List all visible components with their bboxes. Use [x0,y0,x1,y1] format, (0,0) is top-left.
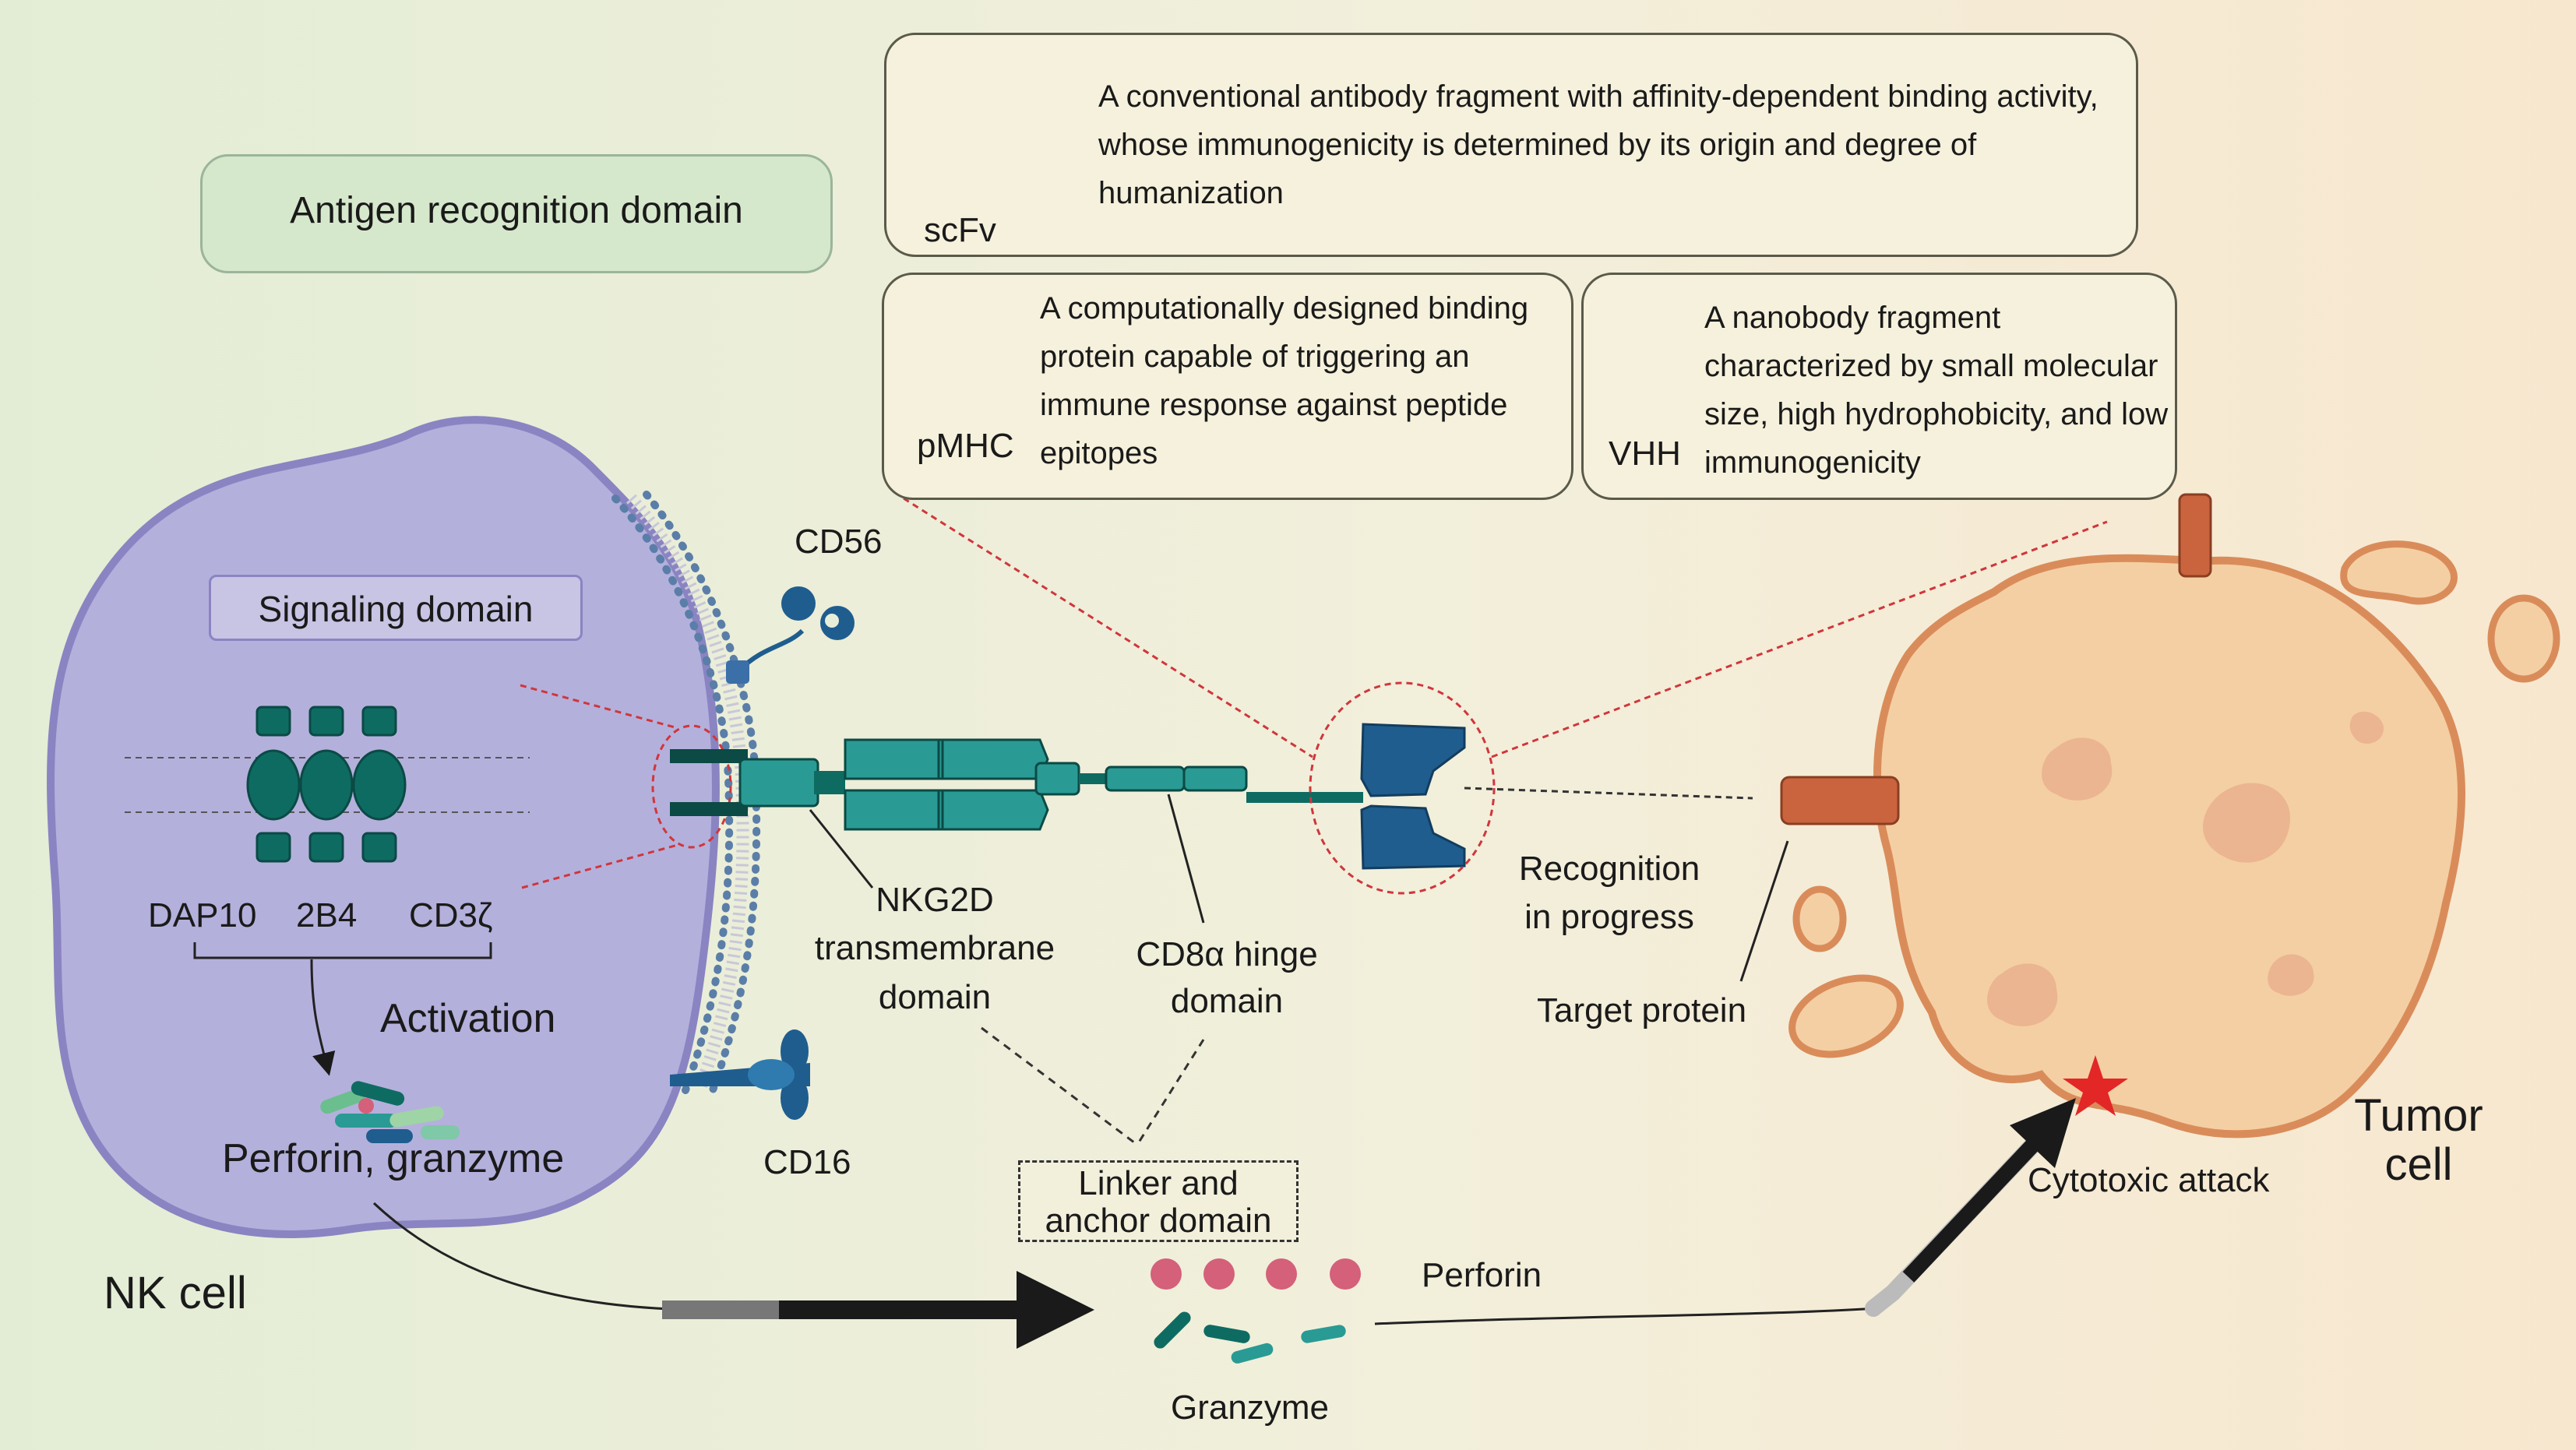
linker-box: Linker and anchor domain [1018,1160,1299,1242]
signaling-molecules [125,706,530,863]
vhh-box: A nanobody fragment characterized by sma… [1581,273,2177,500]
nkg2d-label-3: domain [879,978,991,1016]
recognition-label-1: Recognition [1519,850,1700,888]
antigen-domain-title: Antigen recognition domain [290,190,743,231]
hinge-label-1: CD8α hinge [1136,935,1317,973]
signal-label-dap10: DAP10 [148,896,256,934]
tumor-labels: Target protein Cytotoxic attack Tumor ce… [1537,991,2483,1199]
attack-arrow-shaft [1902,1139,2039,1283]
scfv-description: A conventional antibody fragment with af… [1098,79,2099,210]
cytotoxic-attack-label: Cytotoxic attack [2028,1161,2271,1199]
signal-bracket [193,942,492,959]
linker-pointers [981,1026,1205,1146]
cd56-label: CD56 [795,523,883,561]
vhh-name: VHH [1609,435,1681,473]
nk-cell-label: NK cell [104,1268,247,1318]
scfv-box: A conventional antibody fragment with af… [884,33,2138,257]
cytotoxic-star [2063,1055,2128,1116]
signal-label-2b4: 2B4 [296,896,357,934]
car-construct [670,723,1466,870]
pmhc-name: pMHC [917,427,1014,465]
nk-labels: DAP10 2B4 CD3ζ Activation Perforin, gran… [104,523,883,1318]
recognition-label-2: in progress [1524,898,1694,936]
tumor-nuclei [1987,711,2384,1026]
label-pointers [809,794,1789,982]
membrane-focus [520,684,732,889]
linker-label-1: Linker and [1078,1164,1239,1202]
release-path [372,1202,1028,1311]
release-shaft [779,1300,1020,1319]
cd16-receptor [670,1029,810,1120]
vhh-description: A nanobody fragment characterized by sma… [1704,301,2169,480]
perforin-granzyme-label: Perforin, granzyme [222,1136,564,1181]
nkg2d-label-2: transmembrane [815,929,1055,967]
release-labels: Perforin Granzyme [1171,1256,1542,1427]
tumor-label-1: Tumor [2354,1090,2483,1141]
tumor-cell-body [1873,554,2465,1139]
release-arrowhead [1017,1271,1094,1349]
release-shaft-light [662,1300,779,1319]
perforin-dots [1151,1258,1361,1290]
antigen-domain-box: Antigen recognition domain [200,154,833,273]
tumor-fragments [1788,540,2560,1058]
scfv-name: scFv [924,211,996,249]
activation-label: Activation [380,996,555,1041]
tumor-label-2: cell [2384,1139,2452,1190]
linker-label-2: anchor domain [1045,1202,1272,1240]
car-labels: NKG2D transmembrane domain CD8α hinge do… [815,850,1700,1020]
binder-focus [903,497,2108,895]
activation-arrow [310,959,336,1076]
nk-cell-body [47,416,720,1238]
nkg2d-label-1: NKG2D [876,881,994,919]
pmhc-box: A computationally designed binding prote… [882,273,1573,500]
attack-path [1374,1307,1878,1325]
target-protein-label: Target protein [1537,991,1746,1029]
cd16-label: CD16 [763,1143,851,1181]
cd56-receptor [726,586,855,684]
hinge-label-2: domain [1171,982,1283,1020]
granule-cluster [320,1081,460,1143]
target-protein-top [2178,493,2212,578]
signaling-domain-box: Signaling domain [209,575,583,641]
signaling-domain-title: Signaling domain [258,589,534,629]
perforin-label: Perforin [1422,1256,1542,1294]
pmhc-description: A computationally designed binding prote… [1040,291,1529,470]
granzyme-label: Granzyme [1171,1388,1329,1427]
granzyme-rods [1154,1311,1346,1364]
signal-label-cd3z: CD3ζ [409,896,492,934]
attack-arrowhead [2010,1098,2076,1168]
target-protein [1780,776,1900,825]
